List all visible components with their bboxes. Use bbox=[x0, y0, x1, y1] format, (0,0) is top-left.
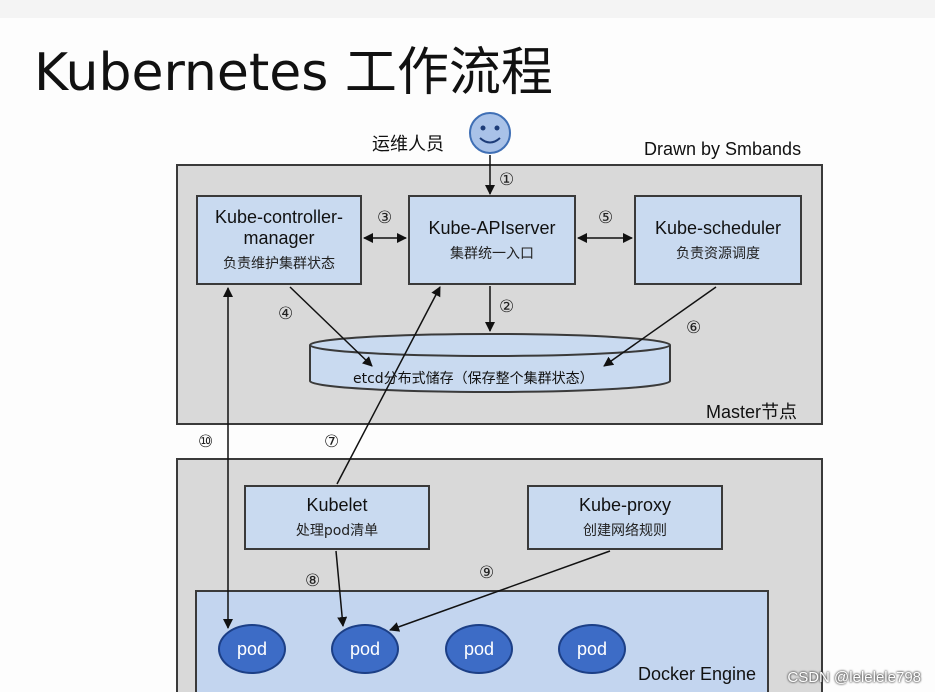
pod-1: pod bbox=[218, 624, 286, 674]
step-2-label: ② bbox=[499, 297, 515, 317]
master-label: Master节点 bbox=[706, 402, 798, 422]
etcd-label: etcd分布式储存（保存整个集群状态） bbox=[353, 371, 594, 387]
step-9-label: ⑨ bbox=[479, 563, 495, 583]
step-10-label: ⑩ bbox=[198, 432, 214, 452]
arrow-7 bbox=[336, 286, 441, 485]
step-3-label: ③ bbox=[377, 208, 393, 228]
controller-manager-name-1: Kube-controller- bbox=[214, 207, 344, 227]
controller-manager-desc: 负责维护集群状态 bbox=[223, 256, 335, 272]
pod-3: pod bbox=[445, 624, 513, 674]
controller-manager-box: Kube-controller- manager 负责维护集群状态 bbox=[196, 195, 362, 285]
pod-2: pod bbox=[331, 624, 399, 674]
apiserver-desc: 集群统一入口 bbox=[450, 245, 534, 262]
apiserver-box: Kube-APIserver 集群统一入口 bbox=[408, 195, 576, 285]
scheduler-name: Kube-scheduler bbox=[654, 217, 782, 238]
kube-proxy-desc: 创建网络规则 bbox=[583, 523, 667, 539]
step-8-label: ⑧ bbox=[305, 571, 321, 591]
page-title: Kubernetes 工作流程 bbox=[34, 43, 553, 103]
operator-label: 运维人员 bbox=[372, 134, 444, 155]
kube-proxy-box: Kube-proxy 创建网络规则 bbox=[527, 485, 723, 550]
smiley-face-icon bbox=[469, 112, 511, 154]
arrow-9 bbox=[389, 550, 611, 632]
apiserver-name: Kube-APIserver bbox=[428, 217, 556, 238]
csdn-watermark: CSDN @lelelele798 bbox=[787, 669, 921, 686]
step-5-label: ⑤ bbox=[598, 208, 614, 228]
arrow-8 bbox=[335, 550, 348, 627]
step-4-label: ④ bbox=[278, 304, 294, 324]
credit-text: Drawn by Smbands bbox=[644, 139, 802, 159]
step-6-label: ⑥ bbox=[686, 318, 702, 338]
scheduler-box: Kube-scheduler 负责资源调度 bbox=[634, 195, 802, 285]
top-bar bbox=[0, 0, 935, 18]
step-1-label: ① bbox=[499, 170, 515, 190]
pod-4: pod bbox=[558, 624, 626, 674]
arrow-4 bbox=[289, 286, 373, 367]
docker-engine-label: Docker Engine bbox=[638, 664, 757, 684]
scheduler-desc: 负责资源调度 bbox=[676, 245, 760, 262]
arrow-6 bbox=[603, 286, 717, 367]
kubelet-box: Kubelet 处理pod清单 bbox=[244, 485, 430, 550]
kube-proxy-name: Kube-proxy bbox=[578, 495, 672, 515]
kubelet-desc: 处理pod清单 bbox=[295, 523, 379, 539]
step-7-label: ⑦ bbox=[324, 432, 340, 452]
controller-manager-name-2: manager bbox=[243, 228, 315, 248]
kubelet-name: Kubelet bbox=[306, 495, 368, 515]
